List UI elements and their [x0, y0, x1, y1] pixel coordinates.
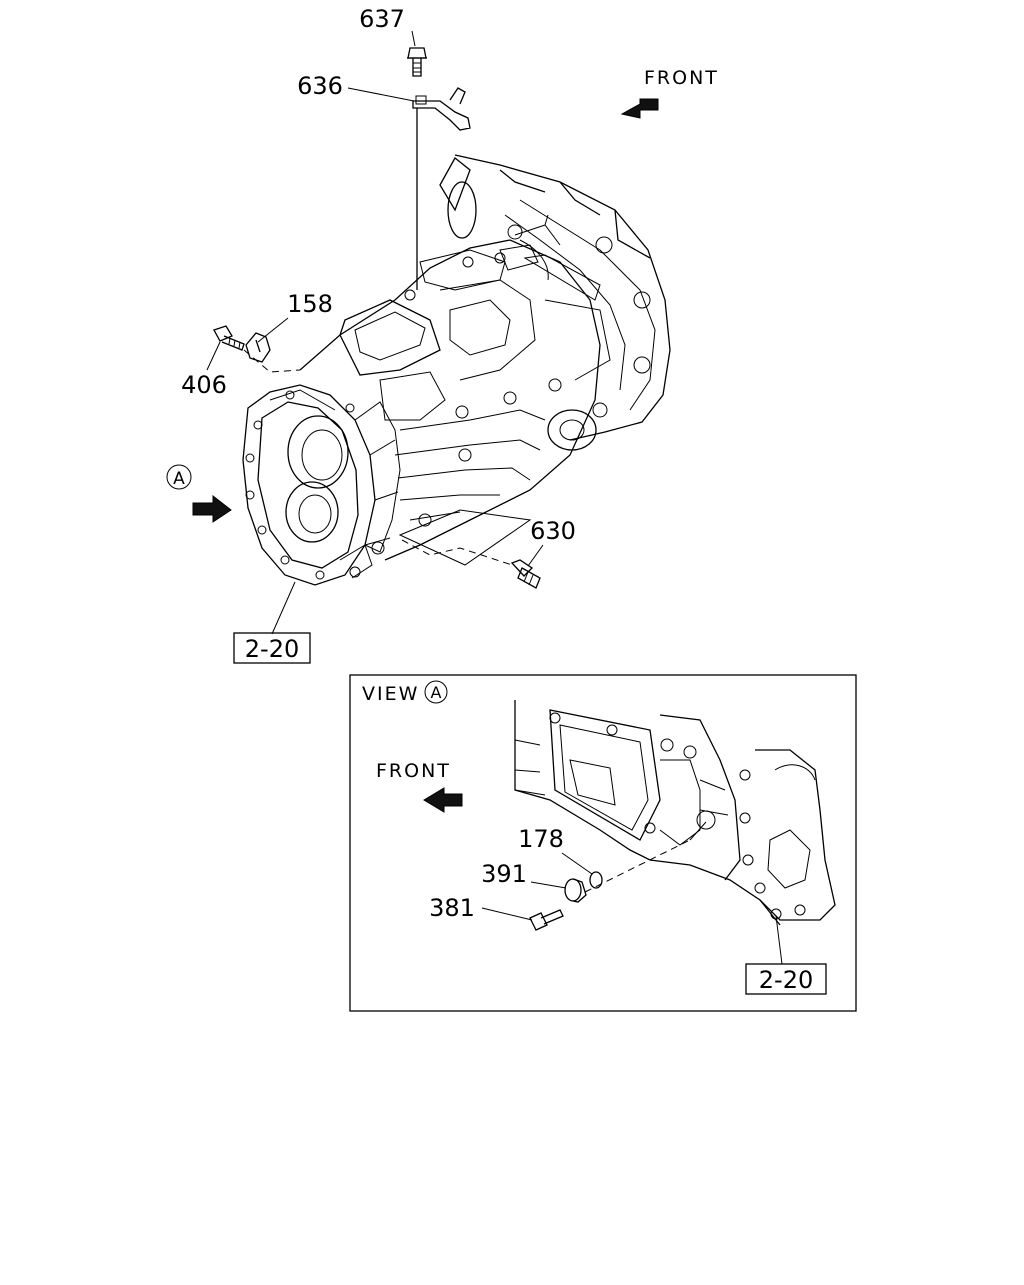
view-a-title-marker-circle: [424, 680, 448, 704]
bolt-381: [529, 909, 564, 931]
bolt-406-leader: [243, 349, 301, 373]
front-arrow-icon: [620, 98, 659, 119]
view-a-inset-frame: [349, 674, 857, 1012]
view-a-install-line: [584, 839, 691, 893]
main-leaders: [206, 30, 544, 635]
view-a-title: VIEW: [362, 683, 419, 705]
front-arrow-view-icon: [423, 787, 463, 813]
callout-391: 391: [481, 860, 527, 888]
view-a-marker-circle: [166, 464, 192, 490]
callout-381: 381: [429, 894, 475, 922]
callout-178: 178: [518, 825, 564, 853]
callout-158: 158: [287, 290, 333, 318]
front-label-main: FRONT: [644, 67, 719, 89]
transmission-assembly: [242, 154, 671, 586]
plug-391: [564, 878, 587, 903]
o-ring-178: [589, 871, 603, 889]
bracket-158: [245, 332, 271, 363]
view-a-leaders: [481, 852, 783, 965]
callout-630: 630: [530, 517, 576, 545]
view-direction-arrow-icon: [192, 494, 232, 523]
switch-630-leader-dash: [401, 539, 513, 566]
callout-637: 637: [359, 5, 405, 33]
ref-label-main: 2-20: [245, 635, 299, 663]
bolt-406: [213, 325, 245, 351]
callout-636: 636: [297, 72, 343, 100]
ref-label-view: 2-20: [759, 966, 813, 994]
bolt-637: [407, 47, 427, 77]
ref-box-view: [745, 963, 827, 995]
ref-box-main: [233, 632, 311, 664]
view-a-install-line-end: [689, 821, 707, 841]
clip-636: [412, 87, 471, 131]
callout-406: 406: [181, 371, 227, 399]
view-a-housing: [514, 700, 836, 926]
switch-plate-outline: [398, 509, 532, 566]
front-label-view: FRONT: [376, 760, 451, 782]
view-a-marker-letter: A: [173, 469, 185, 489]
switch-630: [510, 559, 541, 589]
view-a-title-marker-letter: A: [431, 683, 442, 702]
